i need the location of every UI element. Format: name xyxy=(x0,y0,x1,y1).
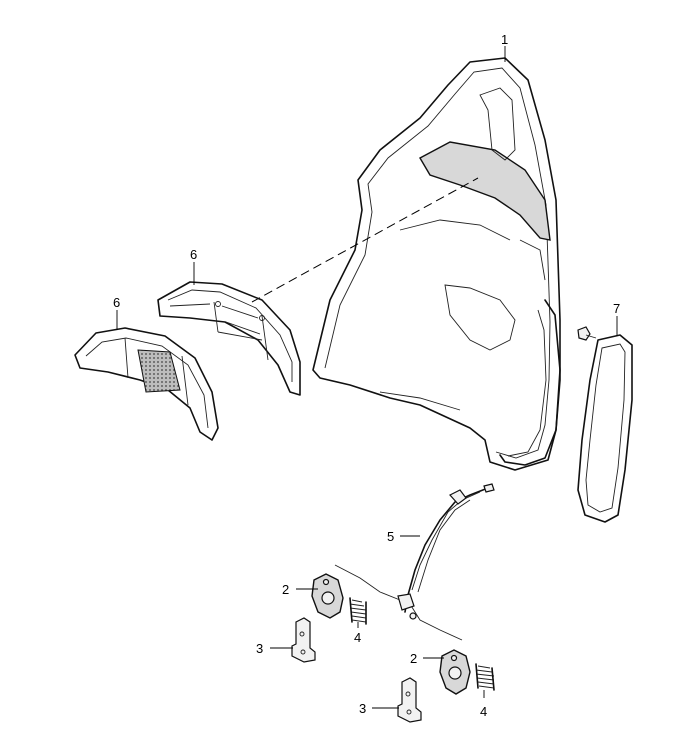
assembly-dashed-line xyxy=(251,177,479,303)
callout-2-lower: 2 xyxy=(410,651,417,666)
callout-1: 1 xyxy=(501,32,508,47)
callout-7: 7 xyxy=(613,301,620,316)
latch-plate-lower xyxy=(439,649,471,695)
callout-4-lower: 4 xyxy=(480,704,487,719)
callout-labels: 1 2 2 3 3 4 4 5 6 6 7 xyxy=(113,32,620,719)
latch-plate-upper xyxy=(311,573,344,619)
seat-backrest-shell xyxy=(312,57,561,471)
spring-lower xyxy=(475,663,495,691)
bracket-lower xyxy=(397,677,422,723)
callout-2-upper: 2 xyxy=(282,582,289,597)
retaining-clip-icon xyxy=(577,326,591,341)
callout-5: 5 xyxy=(387,529,394,544)
side-trim-panel xyxy=(577,326,633,523)
callout-3-lower: 3 xyxy=(359,701,366,716)
trim-frame-lower-mesh xyxy=(74,327,219,441)
callout-4-upper: 4 xyxy=(354,630,361,645)
callout-3-upper: 3 xyxy=(256,641,263,656)
spring-upper xyxy=(349,597,367,625)
release-cable xyxy=(334,483,495,641)
callout-6-lower: 6 xyxy=(113,295,120,310)
leader-lines xyxy=(116,46,618,709)
bracket-upper xyxy=(291,617,316,663)
trim-frame-upper xyxy=(157,281,301,396)
callout-6-upper: 6 xyxy=(190,247,197,262)
